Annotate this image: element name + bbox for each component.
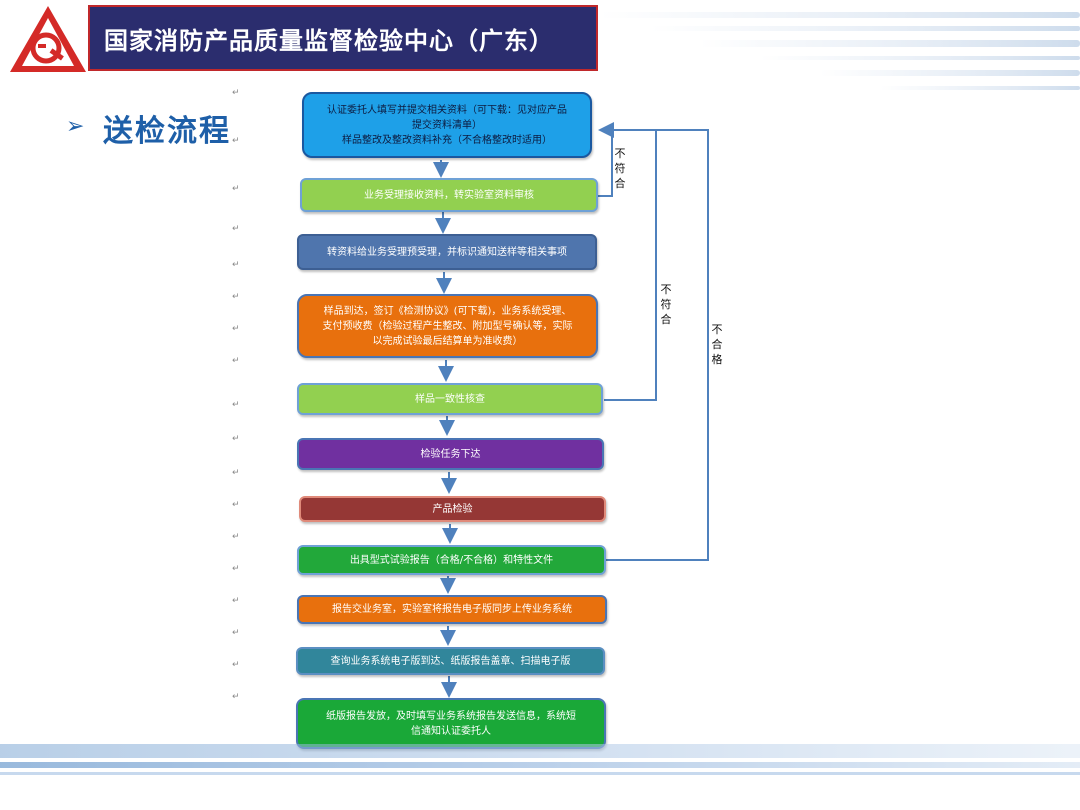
- step-accept-materials: 业务受理接收资料，转实验室资料审核: [300, 178, 598, 212]
- feedback-loop: [598, 122, 614, 197]
- step-text: 样品到达，签订《检测协议》(可下载)，业务系统受理、: [323, 305, 572, 317]
- paragraph-mark: ↵: [232, 692, 240, 702]
- paragraph-mark: ↵: [232, 532, 240, 542]
- step-text: 报告交业务室，实验室将报告电子版同步上传业务系统: [332, 604, 572, 615]
- step-query-system: 查询业务系统电子版到达、纸版报告盖章、扫描电子版: [296, 647, 605, 675]
- feedback-label: 不 符 合: [614, 147, 626, 190]
- paragraph-mark: ↵: [232, 660, 240, 670]
- step-text: 样品一致性核查: [415, 393, 485, 405]
- step-report-upload: 报告交业务室，实验室将报告电子版同步上传业务系统: [297, 595, 607, 624]
- section-title: 送检流程: [103, 114, 231, 149]
- feedback-loop: [606, 129, 709, 561]
- paragraph-mark: ↵: [232, 400, 240, 410]
- step-text: 样品整改及整改资料补充（不合格整改时适用）: [342, 134, 552, 146]
- paragraph-mark: ↵: [232, 292, 240, 302]
- step-task-issued: 检验任务下达: [297, 438, 604, 470]
- step-text: 出具型式试验报告（合格/不合格）和特性文件: [349, 554, 554, 566]
- step-text: 认证委托人填写并提交相关资料（可下载：见对应产品: [327, 104, 567, 116]
- feedback-label: 不 符 合: [660, 283, 672, 326]
- paragraph-mark: ↵: [232, 324, 240, 334]
- step-text: 查询业务系统电子版到达、纸版报告盖章、扫描电子版: [330, 655, 571, 667]
- step-consistency-check: 样品一致性核查: [297, 383, 603, 415]
- step-text: 以完成试验最后结算单为准收费）: [372, 335, 523, 347]
- paragraph-mark: ↵: [232, 596, 240, 606]
- step-text: 纸版报告发放，及时填写业务系统报告发送信息，系统短: [326, 710, 576, 722]
- bottom-decoration: [0, 744, 1080, 775]
- cq-logo: [10, 6, 86, 72]
- feedback-label: 不 合 格: [711, 323, 723, 366]
- step-text: 提交资料清单）: [412, 119, 482, 131]
- paragraph-mark: ↵: [232, 184, 240, 194]
- step-text: 信通知认证委托人: [411, 725, 491, 737]
- paragraph-mark: ↵: [232, 356, 240, 366]
- step-text: 支付预收费（检验过程产生整改、附加型号确认等，实际: [322, 320, 573, 332]
- step-text: 转资料给业务受理预受理，并标识通知送样等相关事项: [327, 246, 567, 258]
- step-pre-acceptance: 转资料给业务受理预受理，并标识通知送样等相关事项: [297, 234, 597, 270]
- step-text: 业务受理接收资料，转实验室资料审核: [364, 189, 534, 201]
- step-submit-materials: 认证委托人填写并提交相关资料（可下载：见对应产品 提交资料清单） 样品整改及整改…: [302, 92, 592, 158]
- step-text: 检验任务下达: [420, 448, 481, 460]
- paragraph-mark: ↵: [232, 88, 240, 98]
- page-header: 国家消防产品质量监督检验中心（广东）: [88, 5, 598, 71]
- step-issue-report: 出具型式试验报告（合格/不合格）和特性文件: [297, 545, 606, 575]
- paragraph-mark: ↵: [232, 224, 240, 234]
- header-title: 国家消防产品质量监督检验中心（广东）: [104, 26, 554, 55]
- paragraph-mark: ↵: [232, 136, 240, 146]
- paragraph-mark: ↵: [232, 434, 240, 444]
- paragraph-mark: ↵: [232, 468, 240, 478]
- step-product-test: 产品检验: [299, 496, 606, 522]
- paragraph-mark: ↵: [232, 260, 240, 270]
- step-report-delivery: 纸版报告发放，及时填写业务系统报告发送信息，系统短 信通知认证委托人: [296, 698, 606, 749]
- paragraph-mark: ↵: [232, 628, 240, 638]
- step-sample-arrival: 样品到达，签订《检测协议》(可下载)，业务系统受理、 支付预收费（检验过程产生整…: [297, 294, 598, 358]
- bullet-arrow-icon: ➢: [66, 114, 85, 139]
- step-text: 产品检验: [432, 503, 473, 515]
- feedback-loop: [604, 129, 657, 401]
- paragraph-mark: ↵: [232, 564, 240, 574]
- paragraph-mark: ↵: [232, 500, 240, 510]
